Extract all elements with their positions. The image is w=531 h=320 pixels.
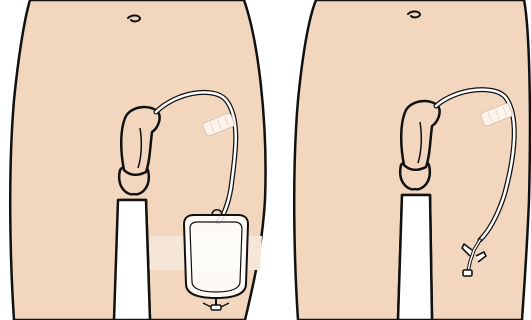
right-panel xyxy=(294,0,530,320)
left-drainage-bag xyxy=(184,210,248,310)
left-leg-gap xyxy=(114,200,150,320)
right-leg-gap xyxy=(398,195,432,320)
left-panel xyxy=(10,0,265,320)
